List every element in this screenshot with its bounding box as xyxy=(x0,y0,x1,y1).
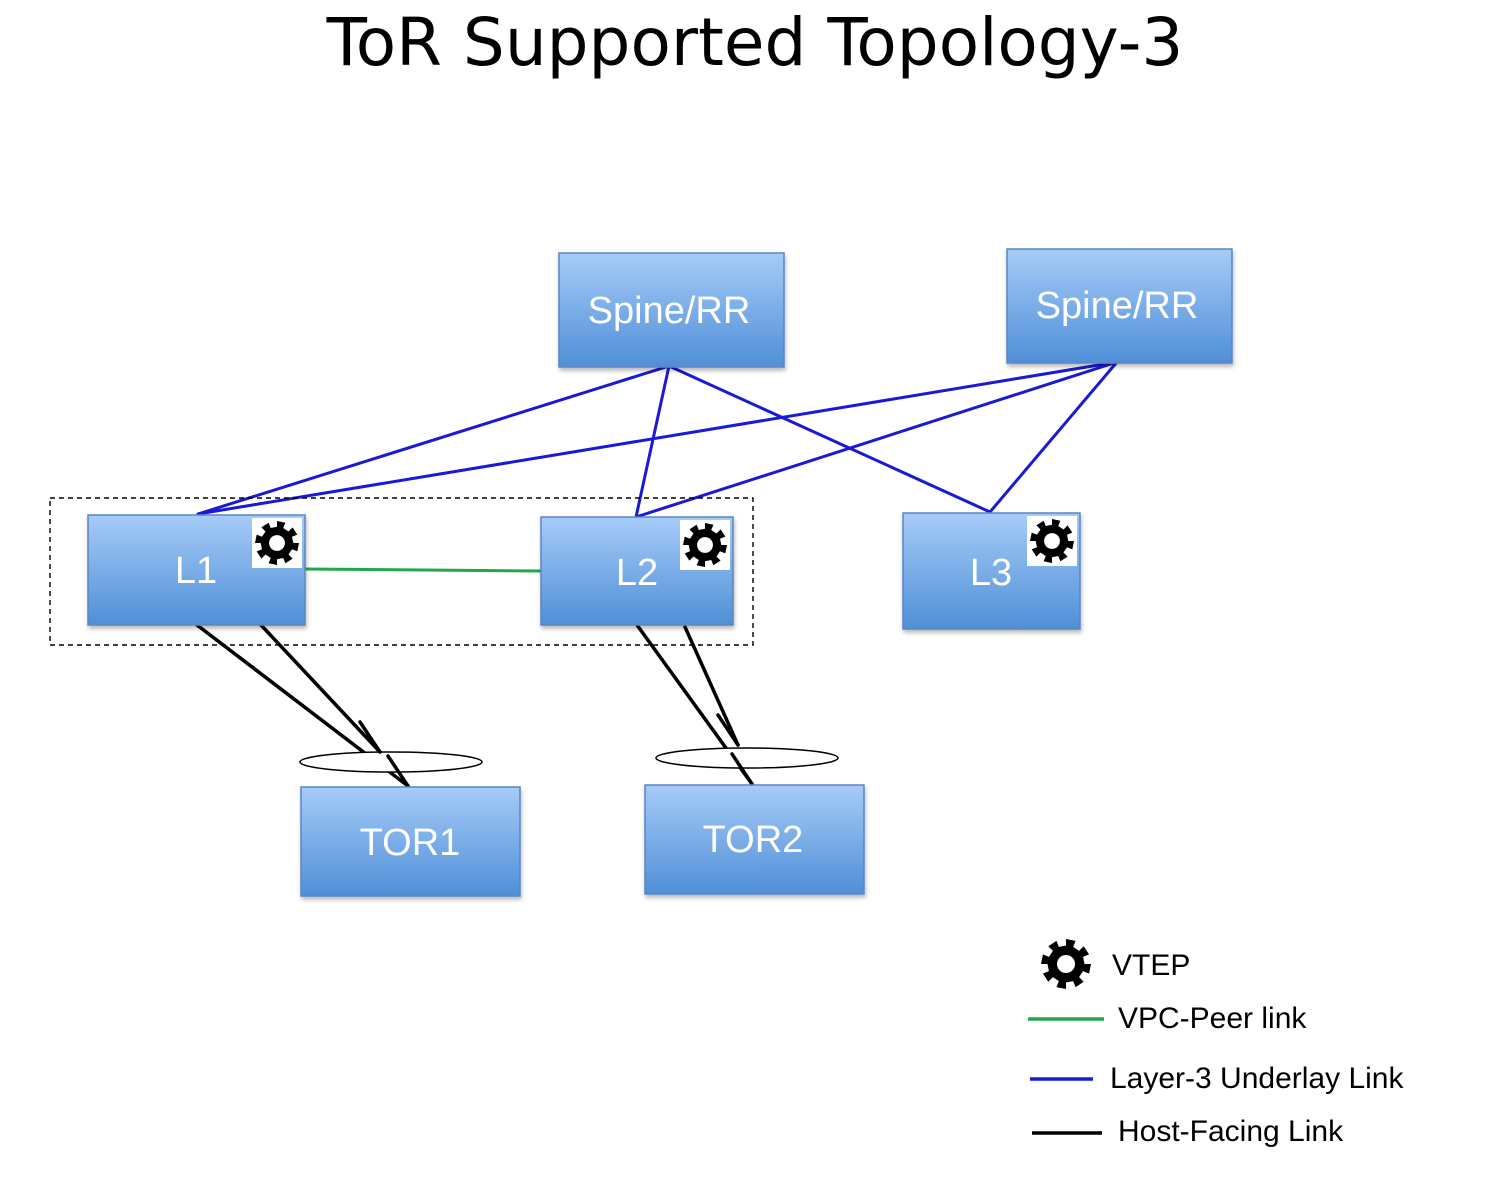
host-facing-stub-tor2 xyxy=(716,713,740,747)
gear-icon xyxy=(255,521,299,565)
bundles-layer xyxy=(299,713,839,788)
legend-label-vpc-peer: VPC-Peer link xyxy=(1118,1002,1307,1035)
node-l2[interactable]: L2 xyxy=(540,516,734,626)
node-box xyxy=(300,786,521,897)
node-tor2[interactable]: TOR2 xyxy=(644,784,865,895)
node-label: TOR1 xyxy=(360,822,461,864)
node-label: Spine/RR xyxy=(588,290,751,332)
node-spine1[interactable]: Spine/RR xyxy=(558,252,785,368)
node-box xyxy=(1006,248,1233,364)
node-label: L2 xyxy=(616,552,658,594)
gear-icon xyxy=(1030,519,1074,563)
underlay-link-spine1-l3 xyxy=(667,364,992,514)
node-label: L1 xyxy=(175,550,217,592)
vpc-peer-link-l1-l2 xyxy=(303,567,543,573)
legend-label-host-facing: Host-Facing Link xyxy=(1118,1115,1344,1148)
node-l3[interactable]: L3 xyxy=(902,512,1081,630)
underlay-link-spine2-l3 xyxy=(988,360,1119,514)
node-box xyxy=(644,784,865,895)
underlay-link-spine1-l1 xyxy=(196,364,671,516)
legend-label-underlay: Layer-3 Underlay Link xyxy=(1110,1062,1404,1095)
underlay-link-spine2-l2 xyxy=(634,360,1119,519)
host-facing-link-l2-tor2 xyxy=(683,625,740,747)
node-spine2[interactable]: Spine/RR xyxy=(1006,248,1233,364)
host-facing-stub-tor1 xyxy=(386,754,410,788)
node-l1[interactable]: L1 xyxy=(87,514,306,626)
port-channel-ellipse-tor2 xyxy=(655,747,839,769)
vpc-domain-box xyxy=(49,497,754,646)
host-facing-stub-tor1 xyxy=(358,720,382,754)
underlay-link-spine1-l2 xyxy=(634,364,671,519)
gear-icon xyxy=(1041,939,1091,989)
node-box xyxy=(558,252,785,368)
node-tor1[interactable]: TOR1 xyxy=(300,786,521,897)
gear-icon xyxy=(683,523,727,567)
node-label: Spine/RR xyxy=(1036,285,1199,327)
underlay-link-spine2-l1 xyxy=(196,360,1119,516)
node-label: TOR2 xyxy=(703,819,804,861)
node-box xyxy=(87,514,306,626)
node-label: L3 xyxy=(970,552,1012,594)
host-facing-link-l1-tor1 xyxy=(259,623,382,754)
diagram-title: ToR Supported Topology-3 xyxy=(326,4,1184,81)
group-layer xyxy=(49,497,754,646)
legend-vtep-label: VTEP xyxy=(1112,949,1190,982)
host-facing-stub-tor2 xyxy=(730,752,754,786)
